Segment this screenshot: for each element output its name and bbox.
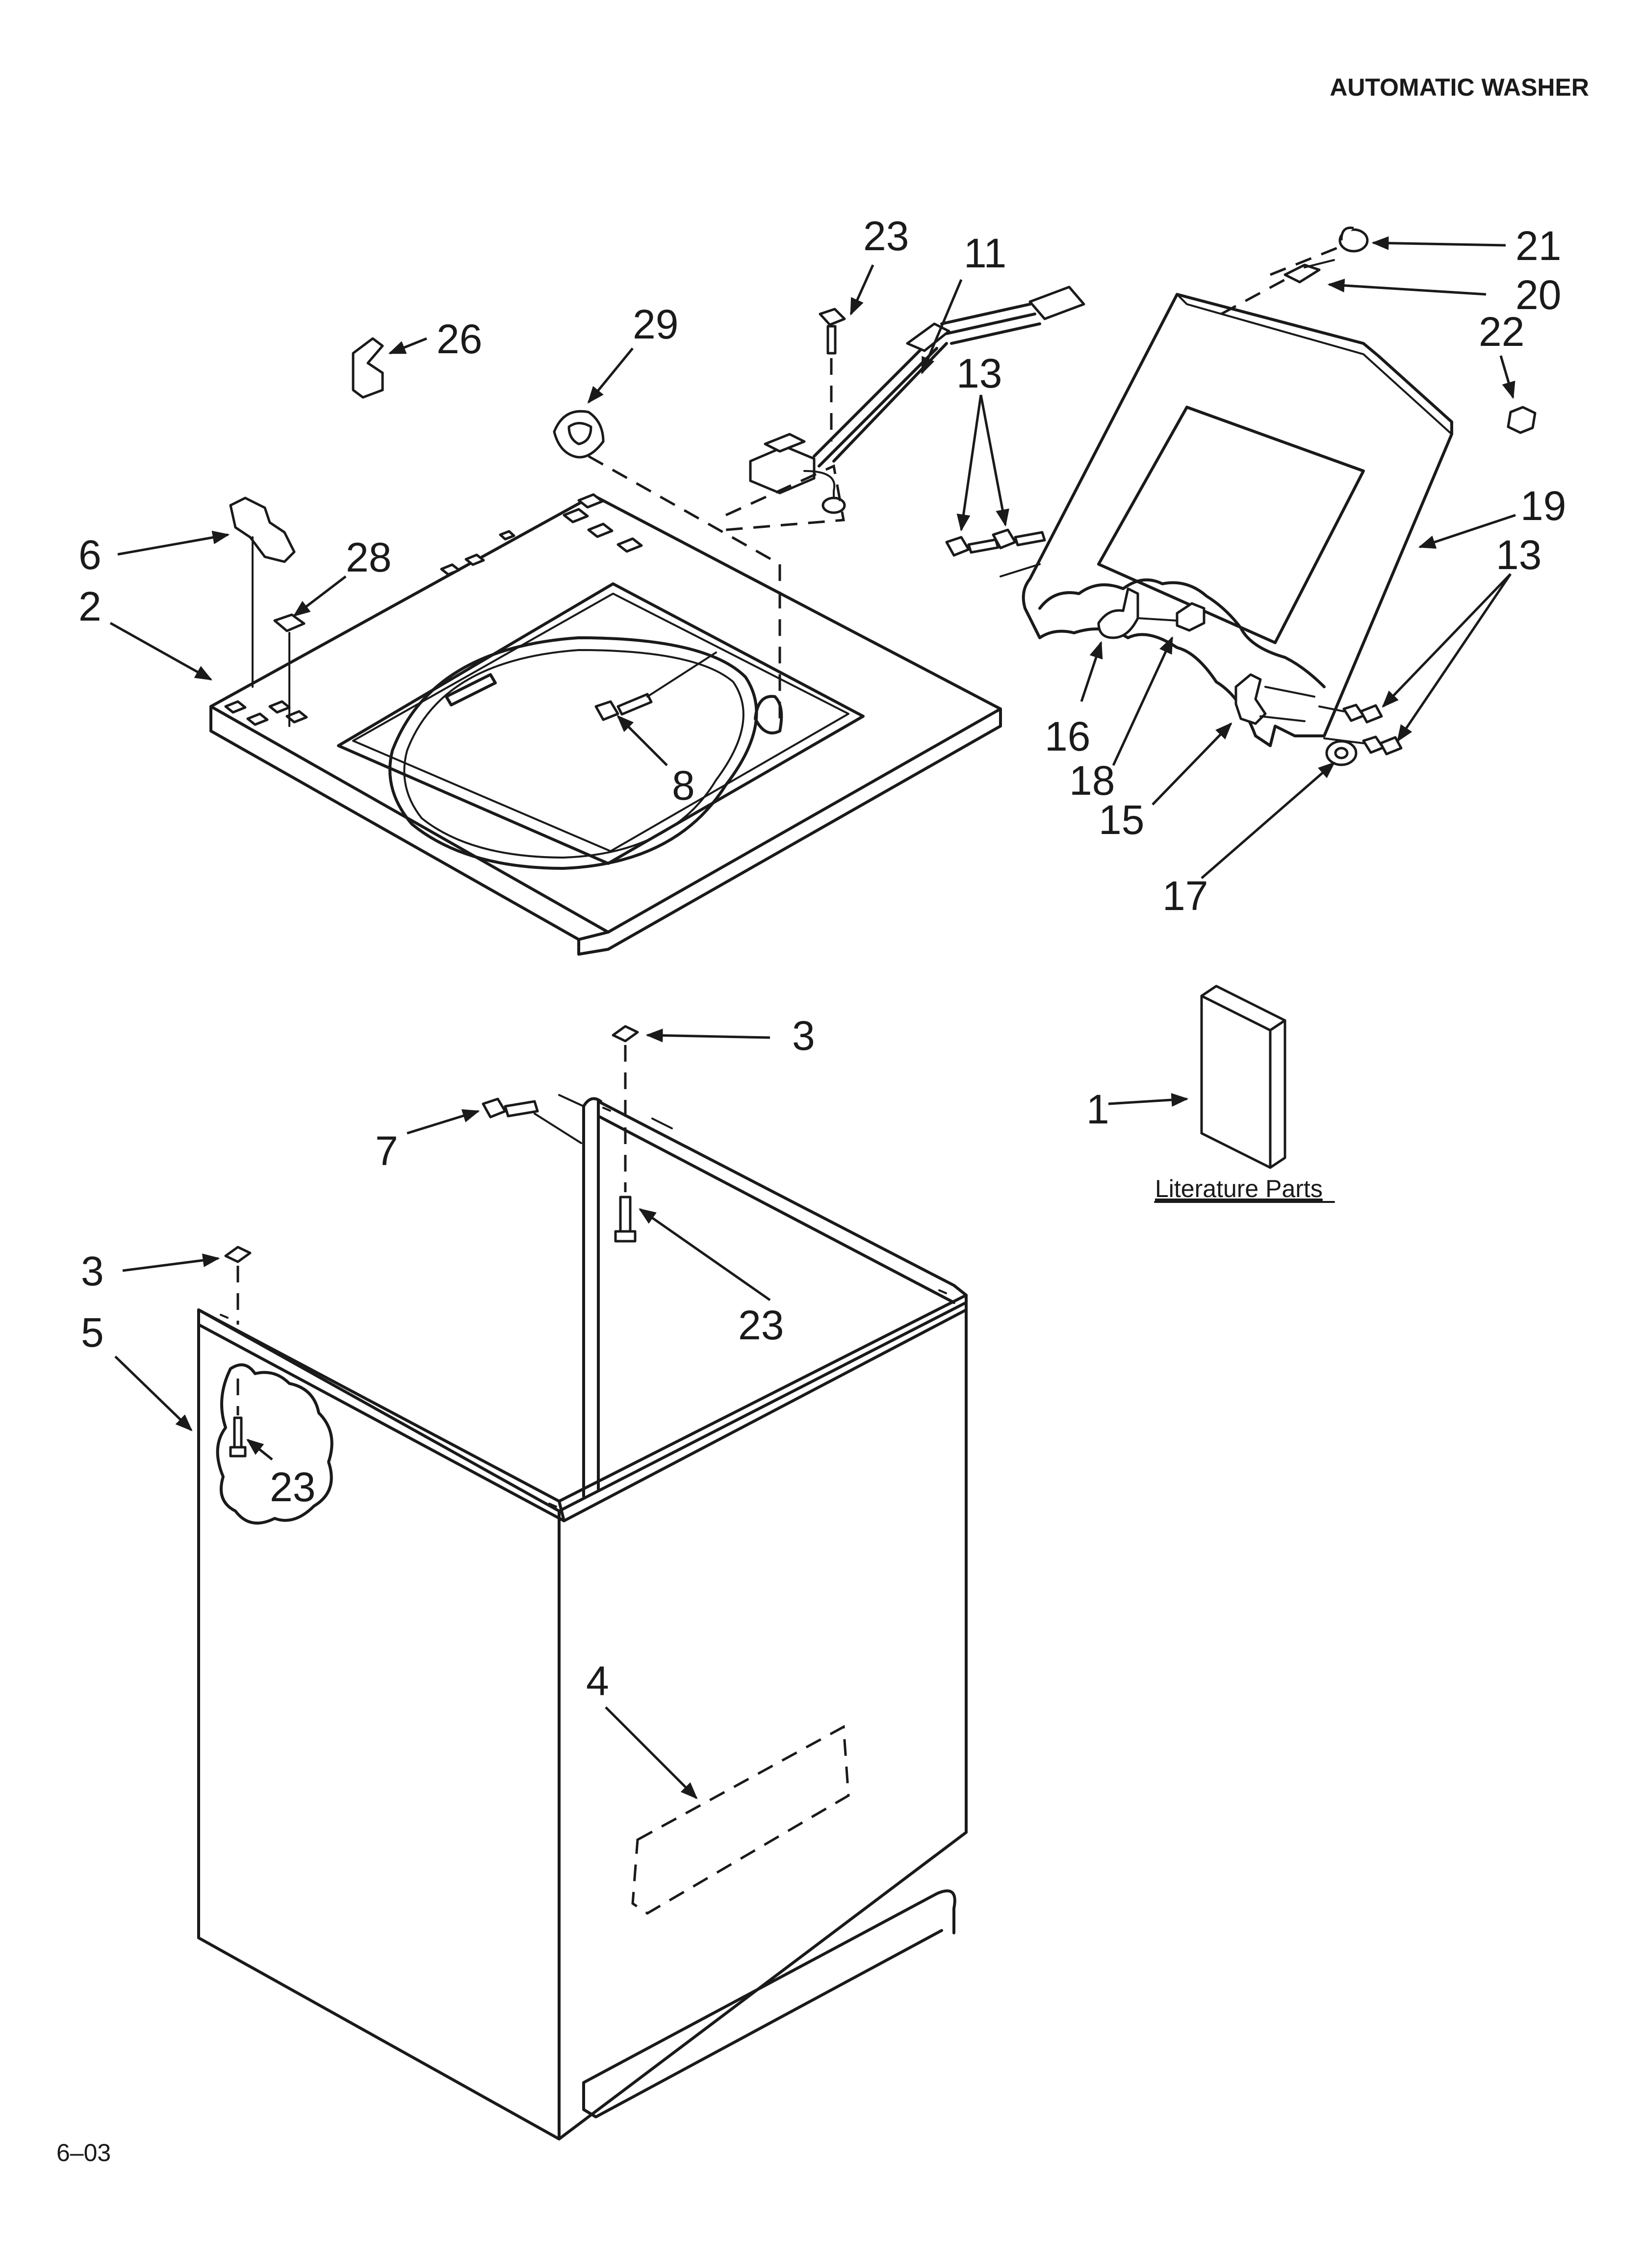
hinge-15 <box>1234 673 1315 725</box>
lid-guide-20 <box>1220 278 1286 315</box>
callout-26: 26 <box>436 316 482 362</box>
callout-23-mid: 23 <box>738 1302 784 1348</box>
bushing-18 <box>1176 602 1206 632</box>
diagram-title: AUTOMATIC WASHER <box>1330 74 1589 101</box>
callout-21: 21 <box>1515 223 1561 269</box>
washer-17 <box>1325 740 1358 766</box>
hinge-clip-6 <box>229 496 296 688</box>
callout-5: 5 <box>81 1309 104 1356</box>
clip-28 <box>273 613 306 727</box>
callout-13-upper: 13 <box>956 350 1002 396</box>
lid <box>1022 293 1453 747</box>
lid-switch-11 <box>725 286 1085 531</box>
clip-26 <box>352 337 384 399</box>
callout-23-switch-screw: 23 <box>863 213 909 259</box>
callout-2: 2 <box>78 583 102 629</box>
lid-guide-21 <box>1270 244 1344 276</box>
callout-18: 18 <box>1069 757 1115 804</box>
callout-8: 8 <box>672 762 695 808</box>
bumper-22 <box>1507 406 1537 434</box>
cabinet <box>197 1094 968 2140</box>
callout-19: 19 <box>1520 483 1566 529</box>
callout-20: 20 <box>1515 272 1561 318</box>
callout-17: 17 <box>1162 873 1208 919</box>
screws-13-lower <box>1318 704 1403 756</box>
callout-6: 6 <box>78 532 102 578</box>
callout-3-upper: 3 <box>792 1013 815 1059</box>
bumper-21 <box>1338 226 1369 253</box>
callout-11: 11 <box>964 230 1006 276</box>
callout-29: 29 <box>633 301 678 347</box>
callout-7: 7 <box>375 1128 398 1174</box>
grommet-29 <box>553 410 781 726</box>
callout-22: 22 <box>1479 309 1524 355</box>
screws-13-upper <box>945 528 1046 577</box>
clip-3-lower <box>224 1246 252 1325</box>
callout-3-lower: 3 <box>81 1248 104 1294</box>
hinge-16 <box>1097 587 1178 639</box>
callout-1: 1 <box>1086 1086 1109 1132</box>
screw-8 <box>594 652 717 721</box>
callout-4: 4 <box>586 1658 609 1704</box>
plunger-20 <box>1283 259 1335 284</box>
callout-28: 28 <box>346 534 391 580</box>
literature-parts-label: Literature Parts <box>1155 1175 1323 1202</box>
callout-23-cabinet: 23 <box>270 1464 315 1510</box>
label-panel-4 <box>631 1724 850 1915</box>
callout-15: 15 <box>1099 797 1144 843</box>
callout-13-lower: 13 <box>1496 532 1541 578</box>
top-panel <box>209 493 1002 956</box>
literature-book-1 <box>1200 985 1286 1169</box>
screw-7 <box>482 1097 582 1144</box>
leader-lines <box>109 236 1516 1799</box>
page-code: 6–03 <box>56 2139 111 2166</box>
screw-23-mid <box>614 1196 637 1243</box>
clip-3-upper <box>612 1025 639 1192</box>
callout-16: 16 <box>1045 713 1090 759</box>
